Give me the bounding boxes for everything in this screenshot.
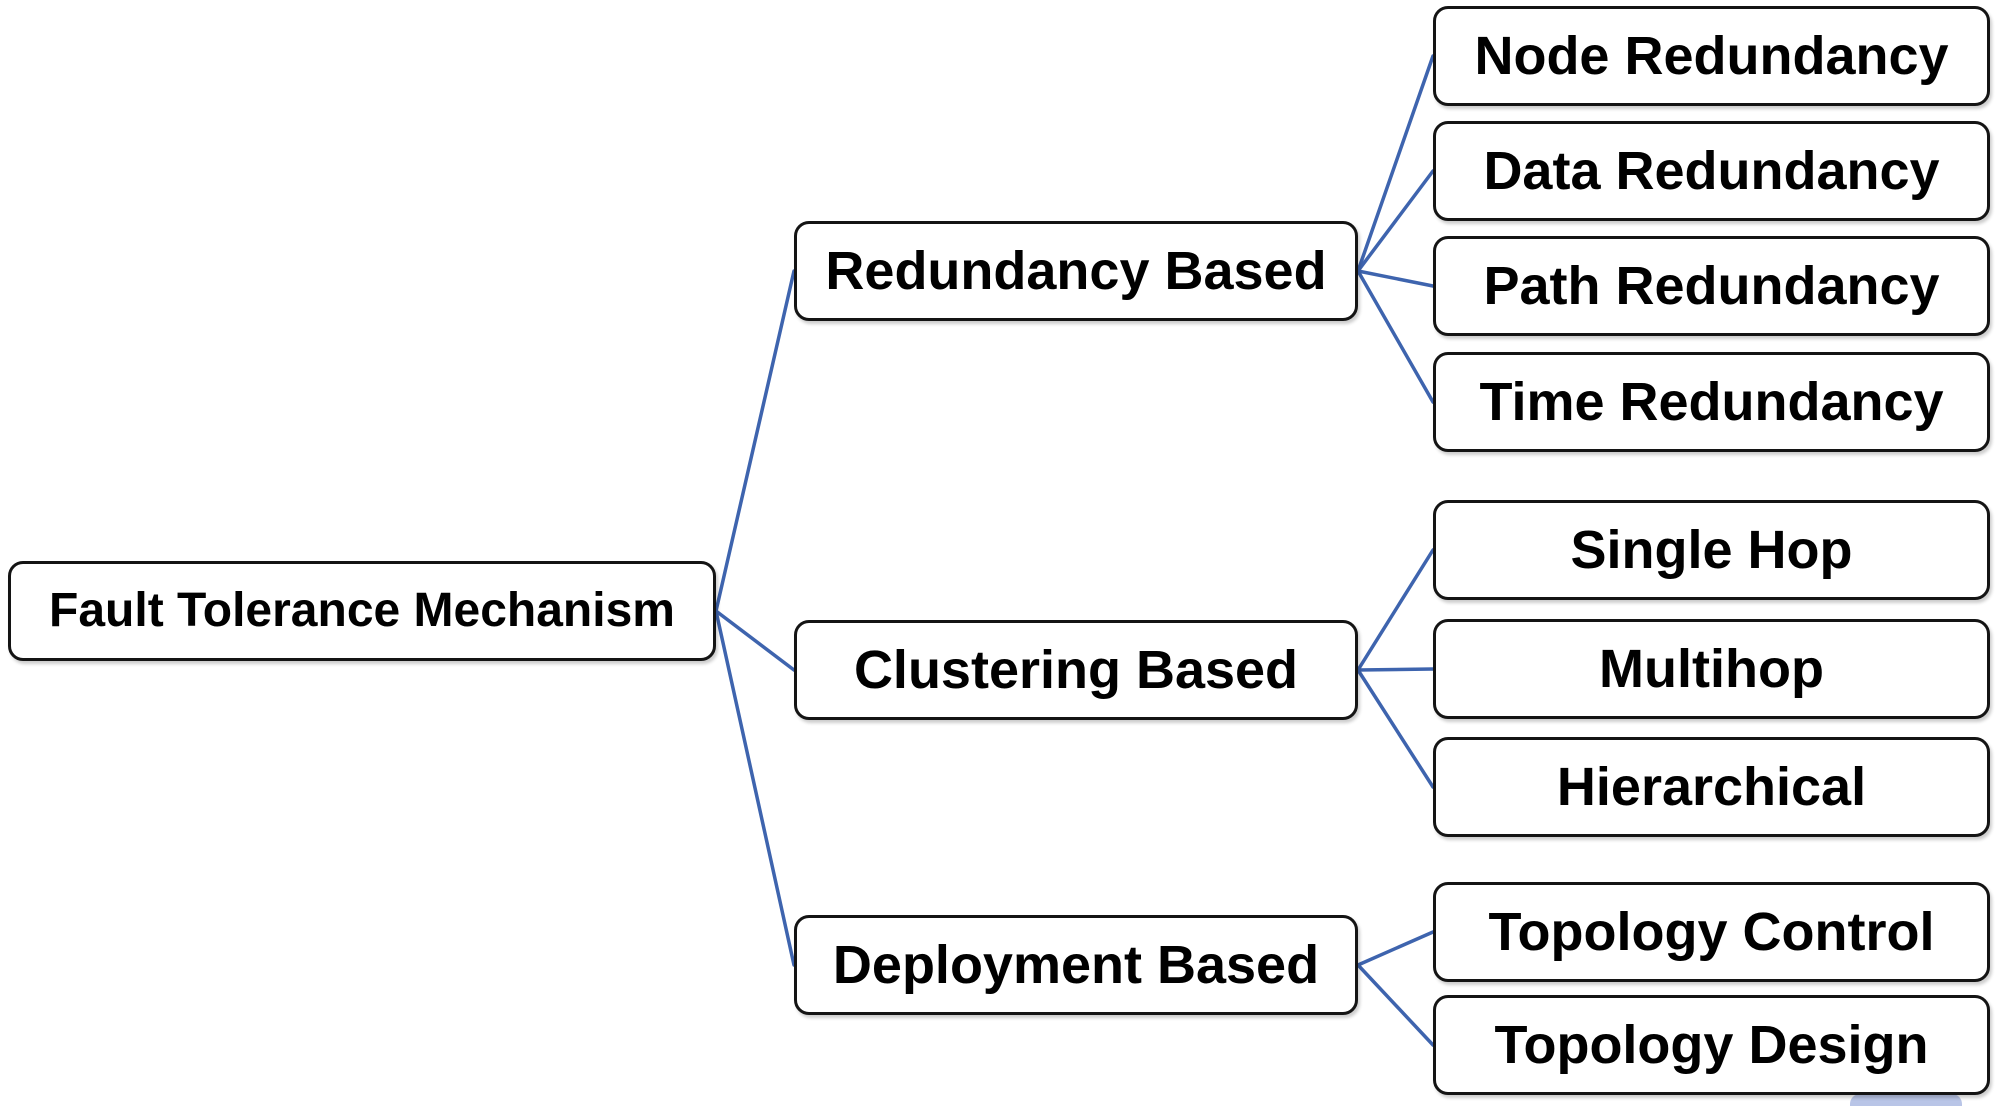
connector-root-redundancy — [714, 269, 796, 613]
node-hierarchical: Hierarchical — [1433, 737, 1990, 837]
connector-redundancy-data — [1356, 169, 1435, 273]
node-deployment-based: Deployment Based — [794, 915, 1358, 1015]
connector-deployment-control — [1356, 930, 1435, 967]
node-topology-control: Topology Control — [1433, 882, 1990, 982]
node-clustering-based: Clustering Based — [794, 620, 1358, 720]
connector-root-deployment — [714, 609, 796, 967]
node-single-hop: Single Hop — [1433, 500, 1990, 600]
connector-root-clustering — [714, 609, 796, 672]
connector-redundancy-node — [1356, 54, 1435, 273]
node-path-redundancy: Path Redundancy — [1433, 236, 1990, 336]
node-time-redundancy: Time Redundancy — [1433, 352, 1990, 452]
connector-clustering-multihop — [1356, 667, 1435, 672]
connector-clustering-singlehop — [1356, 548, 1435, 672]
node-node-redundancy: Node Redundancy — [1433, 6, 1990, 106]
node-multihop: Multihop — [1433, 619, 1990, 719]
decorative-corner-shape — [1850, 1094, 1962, 1106]
connector-redundancy-time — [1356, 269, 1435, 404]
node-data-redundancy: Data Redundancy — [1433, 121, 1990, 221]
connector-deployment-design — [1356, 963, 1435, 1047]
node-redundancy-based: Redundancy Based — [794, 221, 1358, 321]
connector-clustering-hierarchical — [1356, 668, 1435, 789]
connector-redundancy-path — [1356, 269, 1435, 288]
node-topology-design: Topology Design — [1433, 995, 1990, 1095]
node-fault-tolerance-mechanism: Fault Tolerance Mechanism — [8, 561, 716, 661]
